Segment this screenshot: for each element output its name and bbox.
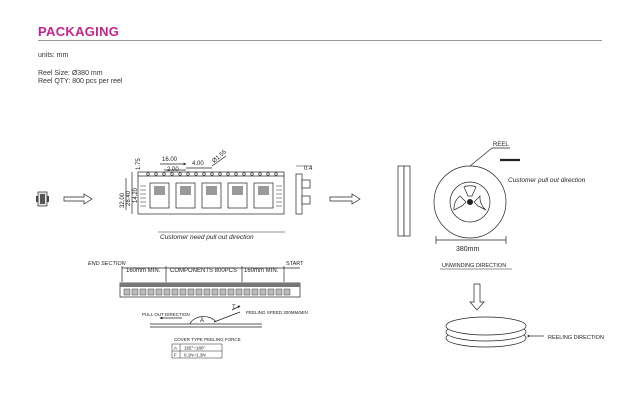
edge-dim-label: 1.75 <box>136 158 142 170</box>
table-row-key: A <box>174 346 177 351</box>
table-row-value: 165°~180° <box>184 346 205 351</box>
angle-a-label: A <box>200 318 204 324</box>
inner-width-label: 28.40 <box>126 190 132 206</box>
peel-force-table <box>171 343 223 359</box>
end-section-label: END SECTION <box>88 261 126 267</box>
reel-diameter-label: 380mm <box>456 246 480 253</box>
reel-qty-text: Reel QTY: 800 pcs per reel <box>38 78 123 85</box>
pull-out-label: PULL OUT DIRECTION <box>142 312 190 317</box>
pitch-label: 16.00 <box>162 157 178 163</box>
tape-section-strip <box>119 266 301 298</box>
small-pitch-label: 2.00 <box>167 167 179 173</box>
units-text: units: mm <box>38 52 69 59</box>
flow-arrow-1 <box>63 193 93 205</box>
components-label: COMPONENTS 800PCS <box>170 268 237 274</box>
start-label: START <box>286 261 304 267</box>
tape-caption: Customer need pull out direction <box>160 234 254 241</box>
reel-size-text: Reel Size: Ø380 mm <box>38 70 103 77</box>
stacked-reels <box>445 316 544 348</box>
down-arrow <box>469 283 485 311</box>
unwinding-label: UNWINDING DIRECTION <box>442 263 506 269</box>
title-divider <box>38 40 602 41</box>
peeling-diagram <box>150 305 262 328</box>
carrier-tape-top-view <box>125 155 285 215</box>
tape-side-profile <box>295 165 312 215</box>
thickness-label: 0.4 <box>304 166 313 172</box>
tape-edge-pattern <box>140 185 282 207</box>
peeling-speed-label: PEELING SPEED 300MM/MIN <box>246 310 308 315</box>
hole-pitch-label: 4.00 <box>192 161 204 167</box>
reel-side-view <box>397 165 411 237</box>
tape-width-label: 32.00 <box>120 192 126 208</box>
angle-t-label: T <box>232 305 236 311</box>
reeling-label: REELING DIRECTION <box>548 335 604 341</box>
reel-label: REEL <box>493 142 509 148</box>
strip-cells <box>123 288 291 296</box>
flow-arrow-2 <box>329 193 361 205</box>
table-row-key: F <box>174 353 177 358</box>
reel-pull-direction: Customer pull out direction <box>508 177 586 184</box>
hole-diameter-label: Ø1.55 <box>211 149 228 165</box>
reel-front-view <box>433 147 520 244</box>
center-dim-label: 14.20 <box>133 187 139 203</box>
component-icon <box>36 191 49 207</box>
page-title: PACKAGING <box>38 24 120 39</box>
tape-pockets <box>149 182 274 209</box>
peel-table-title: COVER TYPE PEELING FORCE <box>174 337 241 342</box>
left-length-label: 160mm MIN. <box>126 268 161 274</box>
sprocket-holes <box>146 172 278 176</box>
right-length-label: 160mm MIN. <box>244 268 279 274</box>
table-row-value: 0.1N~1.3N <box>184 353 206 358</box>
